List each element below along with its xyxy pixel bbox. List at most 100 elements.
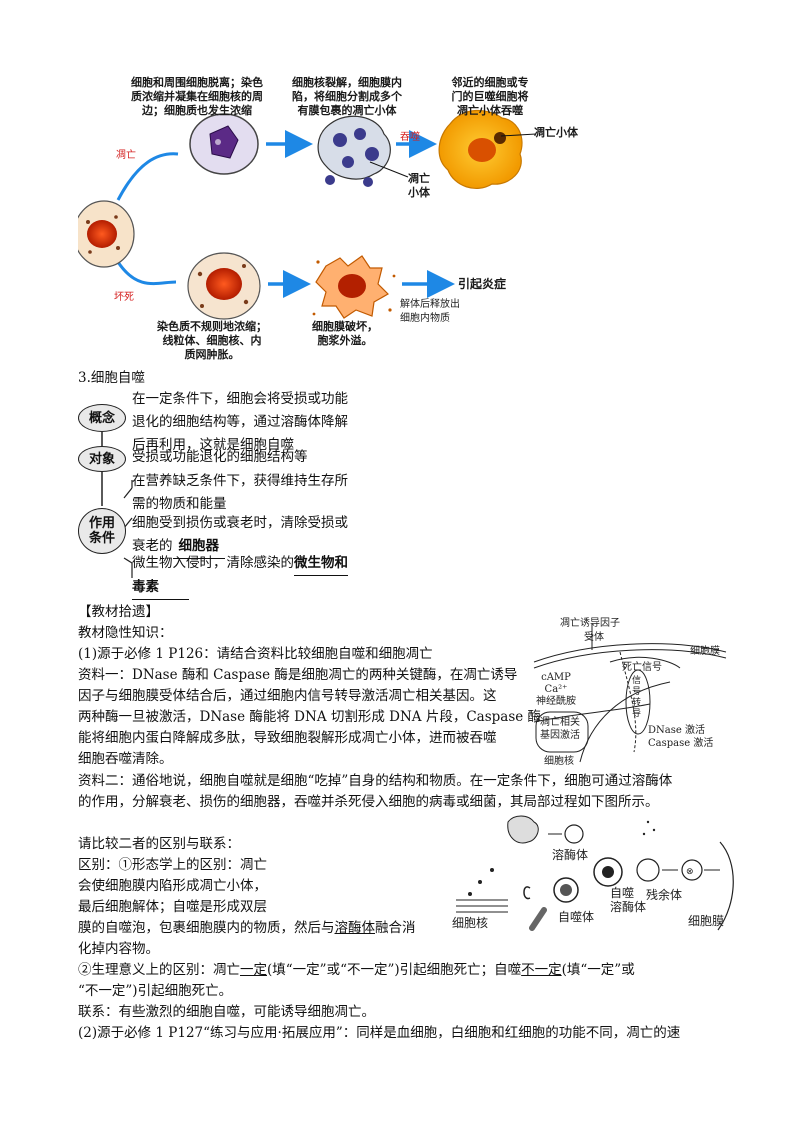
diff-1-line: 膜的自噬泡，包裹细胞膜内的物质，然后与 <box>78 920 335 936</box>
arrow-down-curve <box>116 261 177 286</box>
autolysosome-label: 自噬 <box>610 886 635 900</box>
object-text: 受损或功能退化的细胞结构等 <box>132 449 308 465</box>
enzyme-label: DNase 激活 <box>648 725 705 736</box>
signal-nucleus-label: 细胞核 <box>544 756 574 767</box>
signal-figure: 凋亡诱导因子 受体 细胞膜 死亡信号 信 号 转 导 cAMP Ca²⁺ 神经酰… <box>530 612 730 770</box>
item-1: (1)源于必修 1 P126：请结合资料比较细胞自噬和细胞凋亡 <box>78 646 433 662</box>
diff-1-line: 区别：①形态学上的区别：凋亡 <box>78 857 267 873</box>
hidden-knowledge: 教材隐性知识： <box>78 625 173 641</box>
inducer-label: 凋亡诱导因子 <box>560 618 620 629</box>
diff-1-line: 化掉内容物。 <box>78 941 159 957</box>
object-oval: 对象 <box>78 446 126 472</box>
caption-3-line: 门的巨噬细胞将 <box>451 90 529 103</box>
diff-2-blank: 不一定 <box>521 962 562 978</box>
material-2-line: 资料二：通俗地说，细胞自噬就是细胞“吃掉”自身的结构和物质。在一定条件下，细胞可… <box>78 773 673 789</box>
autophagy-drawing: ⊗ <box>456 815 734 931</box>
caption-5-line: 细胞膜破坏， <box>312 320 378 333</box>
caption-1-line: 细胞和周围细胞脱离；染色 <box>131 76 263 89</box>
signal-drawing <box>533 624 727 763</box>
autophagosome-label: 自噬体 <box>558 910 595 924</box>
label-release: 细胞内物质 <box>400 313 450 324</box>
apoptosis-figure: 细胞和周围细胞脱离；染色 质浓缩并凝集在细胞核的周 边；细胞质也发生浓缩 细胞核… <box>73 62 586 362</box>
apoptosis-drawing <box>73 109 537 320</box>
textbook-header: 【教材拾遗】 <box>78 604 159 620</box>
condition-1-line: 在营养缺乏条件下，获得维持生存所 <box>132 473 348 489</box>
section-title: 3.细胞自噬 <box>78 370 145 386</box>
material-2-line: 的作用，分解衰老、损伤的细胞器，吞噬并杀死侵入细胞的病毒或细菌，其局部过程如下图… <box>78 794 659 810</box>
material-1-line: 能将细胞内蛋白降解成多肽，导致细胞裂解形成凋亡小体，进而被吞噬 <box>78 730 497 746</box>
svg-text:⊗: ⊗ <box>686 867 694 877</box>
material-1-line: 两种酶一旦被激活，DNase 酶能将 DNA 切割形成 DNA 片段，Caspa… <box>78 709 542 725</box>
arrow-up-curve <box>116 152 179 201</box>
material-1-line: 资料一：DNase 酶和 Caspase 酶是细胞凋亡的两种关键酶，在凋亡诱导 <box>78 667 518 683</box>
condition-3-blank: 毒素 <box>132 576 189 600</box>
signal-transduction-char: 导 <box>632 709 642 719</box>
caption-4-line: 染色质不规则地浓缩； <box>157 320 267 333</box>
shrinking-cell <box>189 113 259 175</box>
condition-2-line: 衰老的 <box>132 538 173 554</box>
caption-2-line: 陷，将细胞分割成多个 <box>292 90 402 103</box>
caption-2-line: 有膜包裹的凋亡小体 <box>297 104 397 117</box>
death-signal-label: 死亡信号 <box>622 662 662 673</box>
caption-3-line: 邻近的细胞或专 <box>451 76 529 89</box>
residual-label: 残余体 <box>646 888 683 902</box>
concept-text-line: 退化的细胞结构等，通过溶酶体降解 <box>132 414 348 430</box>
gene-label: 基因激活 <box>540 730 580 741</box>
gene-label: 凋亡相关 <box>540 717 580 728</box>
compare-question: 请比较二者的区别与联系： <box>78 836 240 852</box>
messenger-label: Ca²⁺ <box>544 684 568 695</box>
condition-3-blank: 微生物和 <box>294 552 348 576</box>
label-engulf: 吞噬 <box>400 132 420 143</box>
caption-1-line: 质浓缩并凝集在细胞核的周 <box>131 90 263 103</box>
macrophage <box>438 109 523 189</box>
lysosome-label: 溶酶体 <box>552 848 589 862</box>
caption-1-line: 边；细胞质也发生浓缩 <box>142 104 252 117</box>
diff-2-line: (填“一定”或 <box>561 962 635 978</box>
condition-2-blank: 细胞器 <box>172 535 225 559</box>
concept-connector <box>101 432 103 506</box>
bursting-cell <box>312 255 396 319</box>
object-label: 对象 <box>88 451 115 467</box>
material-1-line: 因子与细胞膜受体结合后，通过细胞内信号转导激活凋亡相关基因。这 <box>78 688 497 704</box>
caption-2-line: 细胞核裂解，细胞膜内 <box>292 76 402 89</box>
autophagy-nucleus-label: 细胞核 <box>452 916 489 930</box>
item-2: (2)源于必修 1 P127“练习与应用·拓展应用”：同样是血细胞，白细胞和红细… <box>78 1025 681 1041</box>
condition-3-line: 微生物入侵时，清除感染的 <box>132 555 294 571</box>
label-apoptotic-body-mid: 小体 <box>408 186 430 199</box>
diff-1-line: 融合消 <box>375 920 416 936</box>
label-release: 解体后释放出 <box>400 299 460 310</box>
diff-1-blank: 溶酶体 <box>334 920 376 936</box>
concept-text-line: 后再利用，这就是细胞自噬 <box>132 437 294 453</box>
autophagy-membrane-label: 细胞膜 <box>688 914 725 928</box>
label-apoptosis: 凋亡 <box>116 150 136 161</box>
fragmenting-cell <box>317 115 391 187</box>
diff-1-line: 会使细胞膜内陷形成凋亡小体， <box>78 878 267 894</box>
condition-label: 作用 <box>88 516 115 531</box>
label-apoptotic-body-mid: 凋亡 <box>408 172 430 185</box>
caption-5-line: 胞浆外溢。 <box>317 334 373 347</box>
concept-oval: 概念 <box>78 404 126 432</box>
concept-text-line: 在一定条件下，细胞会将受损或功能 <box>132 391 348 407</box>
condition-oval: 作用 条件 <box>78 508 126 554</box>
caption-4-line: 质网肿胀。 <box>184 348 240 361</box>
label-necrosis: 坏死 <box>114 292 134 303</box>
concept-label: 概念 <box>88 410 115 426</box>
label-apoptotic-body-right: 凋亡小体 <box>534 126 578 139</box>
condition-label: 条件 <box>88 531 115 546</box>
diff-2-line: (填“一定”或“不一定”)引起细胞死亡；自噬 <box>267 962 522 978</box>
condition-2-line: 细胞受到损伤或衰老时，清除受损或 <box>132 515 348 531</box>
caption-4-line: 线粒体、细胞核、内 <box>162 334 262 347</box>
diff-2-line: ②生理意义上的区别：凋亡 <box>78 962 240 978</box>
concept-map: 概念 对象 作用 条件 在一定条件下，细胞会将受损或功能 退化的细胞结构等，通过… <box>78 388 398 600</box>
messenger-label: 神经酰胺 <box>536 696 576 707</box>
messenger-label: cAMP <box>541 672 571 683</box>
autolysosome-label: 溶酶体 <box>610 900 647 914</box>
swollen-cell <box>187 252 261 320</box>
normal-cell <box>73 200 135 268</box>
signal-transduction-char: 信 <box>632 676 642 686</box>
diff-2-blank: 一定 <box>240 962 267 978</box>
signal-transduction-char: 转 <box>632 698 642 708</box>
enzyme-label: Caspase 激活 <box>648 738 714 749</box>
signal-transduction-char: 号 <box>632 687 642 697</box>
membrane-label: 细胞膜 <box>690 646 720 657</box>
